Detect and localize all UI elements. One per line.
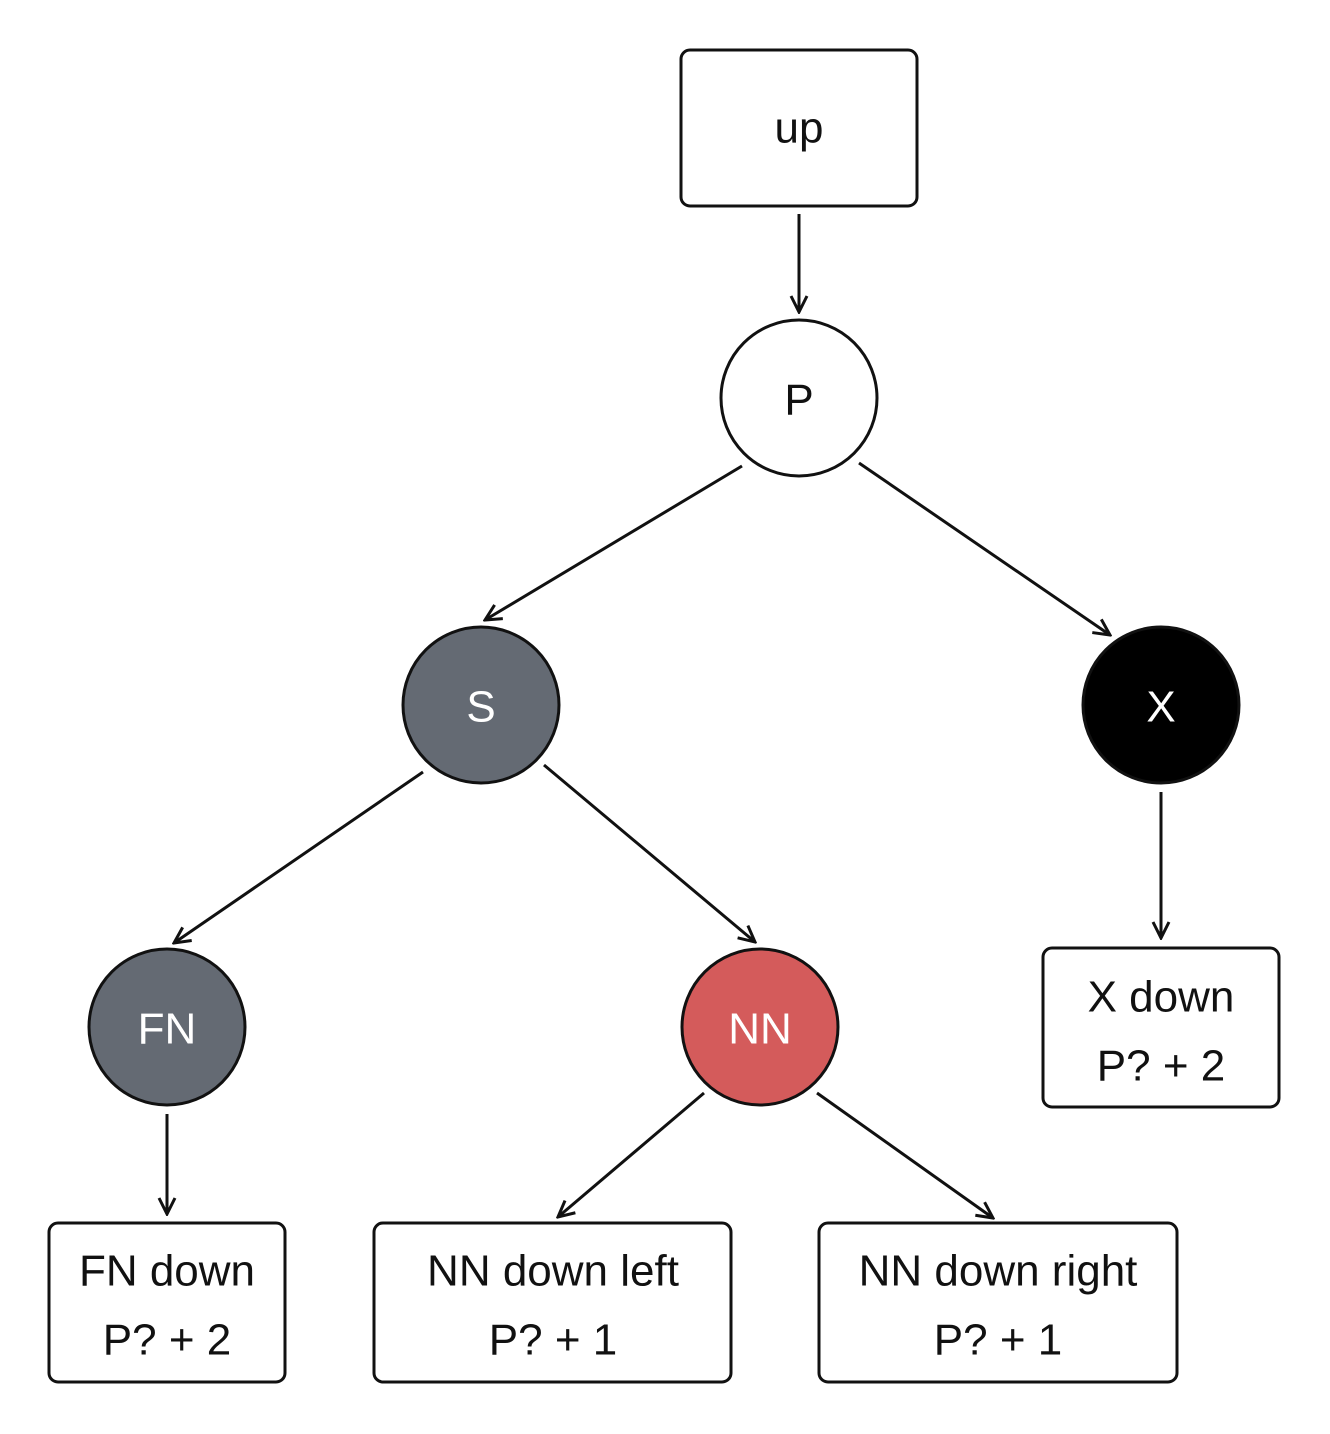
leaf-nn-down-left-line2: P? + 1 [489, 1316, 617, 1365]
leaf-nn-down-right-line2: P? + 1 [934, 1316, 1062, 1365]
node-up-label: up [775, 104, 824, 153]
node-x-label: X [1146, 683, 1175, 732]
leaf-nn-down-left: NN down left P? + 1 [372, 1221, 733, 1384]
leaf-nn-down-right: NN down right P? + 1 [817, 1221, 1179, 1384]
node-up: up [679, 48, 919, 208]
leaf-x-down-line2: P? + 2 [1097, 1042, 1225, 1091]
edge-p-x [858, 461, 1110, 635]
edge-s-fn [174, 770, 424, 943]
node-nn-label: NN [728, 1005, 792, 1054]
edge-p-s [485, 464, 743, 620]
leaf-x-down: X down P? + 2 [1041, 946, 1281, 1109]
leaf-fn-down: FN down P? + 2 [47, 1221, 287, 1384]
node-nn: NN [680, 947, 840, 1107]
node-fn: FN [87, 947, 247, 1107]
edge-nn-nnright [816, 1091, 993, 1218]
node-s-label: S [466, 683, 495, 732]
leaf-nn-down-right-line1: NN down right [859, 1247, 1138, 1296]
node-s: S [401, 625, 561, 785]
node-p: P [719, 318, 879, 478]
leaf-fn-down-line2: P? + 2 [103, 1316, 231, 1365]
edge-s-nn [543, 763, 755, 942]
edge-nn-nnleft [558, 1091, 705, 1217]
leaf-x-down-line1: X down [1088, 973, 1235, 1022]
node-fn-label: FN [138, 1005, 197, 1054]
node-p-label: P [784, 376, 813, 425]
leaf-fn-down-line1: FN down [79, 1247, 255, 1296]
leaf-nn-down-left-line1: NN down left [427, 1247, 679, 1296]
node-x: X [1081, 625, 1241, 785]
